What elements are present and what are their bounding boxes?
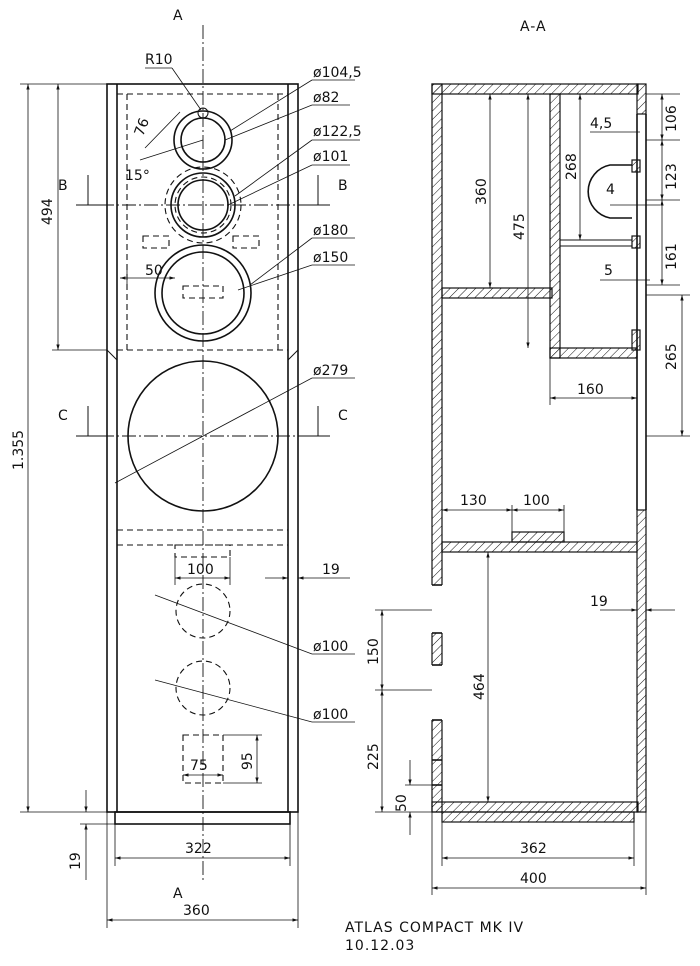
section-view-title: A-A [520, 19, 547, 35]
dim-section-360: 360 [474, 178, 490, 205]
port-upper [175, 583, 231, 639]
dim-19-right: 19 [322, 562, 340, 578]
dim-section-4: 4 [606, 182, 615, 198]
dim-section-4-5: 4,5 [590, 116, 612, 132]
section-label-a-top: A [173, 8, 183, 24]
dim-d180: ø180 [313, 223, 348, 239]
woofer-upper-outer [154, 244, 252, 342]
dim-d100-upper: ø100 [313, 639, 348, 655]
dim-100-front: 100 [187, 562, 214, 578]
dim-section-5: 5 [604, 263, 613, 279]
lower-shelf [441, 541, 638, 553]
dim-r10: R10 [145, 52, 173, 68]
section-view: A-A 360 268 [366, 19, 690, 895]
section-label-b-left: B [58, 178, 68, 194]
dim-d100-lower: ø100 [313, 707, 348, 723]
dim-15-deg: 15° [125, 168, 150, 184]
tweeter-chamber [587, 164, 632, 219]
section-label-c-right: C [338, 408, 348, 424]
dim-section-265: 265 [664, 343, 680, 370]
dim-section-19: 19 [590, 594, 608, 610]
mid-enclosure-wall [549, 93, 561, 359]
section-label-c-left: C [58, 408, 68, 424]
dim-75: 75 [190, 758, 208, 774]
mid-enclosure-floor [549, 347, 638, 359]
top-wall [431, 83, 639, 95]
woofer-upper-inner [161, 251, 245, 335]
dim-494: 494 [40, 198, 56, 225]
upper-shelf [441, 287, 553, 299]
dim-section-160: 160 [577, 382, 604, 398]
dim-section-50: 50 [394, 794, 410, 812]
dim-d122-5: ø122,5 [313, 124, 362, 140]
dim-section-400: 400 [520, 871, 547, 887]
dim-d82: ø82 [313, 90, 339, 106]
section-label-a-bottom: A [173, 886, 183, 902]
dim-d279: ø279 [313, 363, 348, 379]
dim-section-150: 150 [366, 638, 382, 665]
dim-section-130: 130 [460, 493, 487, 509]
dim-section-161: 161 [664, 243, 680, 270]
tweeter-outer-cutout [173, 110, 233, 170]
dim-50: 50 [145, 263, 163, 279]
drawing-date: 10.12.03 [345, 938, 415, 954]
dim-section-475: 475 [512, 213, 528, 240]
dim-d104-5: ø104,5 [313, 65, 362, 81]
port-lower [175, 660, 231, 716]
dim-322: 322 [185, 841, 212, 857]
dim-76: 76 [132, 116, 153, 138]
dim-section-100: 100 [523, 493, 550, 509]
dim-section-464: 464 [472, 673, 488, 700]
bottom-wall [431, 801, 639, 813]
dim-section-225: 225 [366, 743, 382, 770]
section-label-b-right: B [338, 178, 348, 194]
dim-19-bottom: 19 [68, 852, 84, 870]
dim-section-362: 362 [520, 841, 547, 857]
dim-360: 360 [183, 903, 210, 919]
drawing-title: ATLAS COMPACT MK IV [345, 920, 524, 936]
dim-section-106: 106 [664, 105, 680, 132]
terminal-cutout [182, 734, 224, 784]
dim-section-123: 123 [664, 163, 680, 190]
dim-section-268: 268 [564, 153, 580, 180]
plinth [114, 811, 291, 825]
dim-95: 95 [240, 752, 256, 770]
dim-1355: 1.355 [11, 430, 27, 470]
front-panel-outline [106, 83, 299, 813]
front-view: A A [11, 8, 362, 928]
dim-d150: ø150 [313, 250, 348, 266]
dim-d101: ø101 [313, 149, 348, 165]
